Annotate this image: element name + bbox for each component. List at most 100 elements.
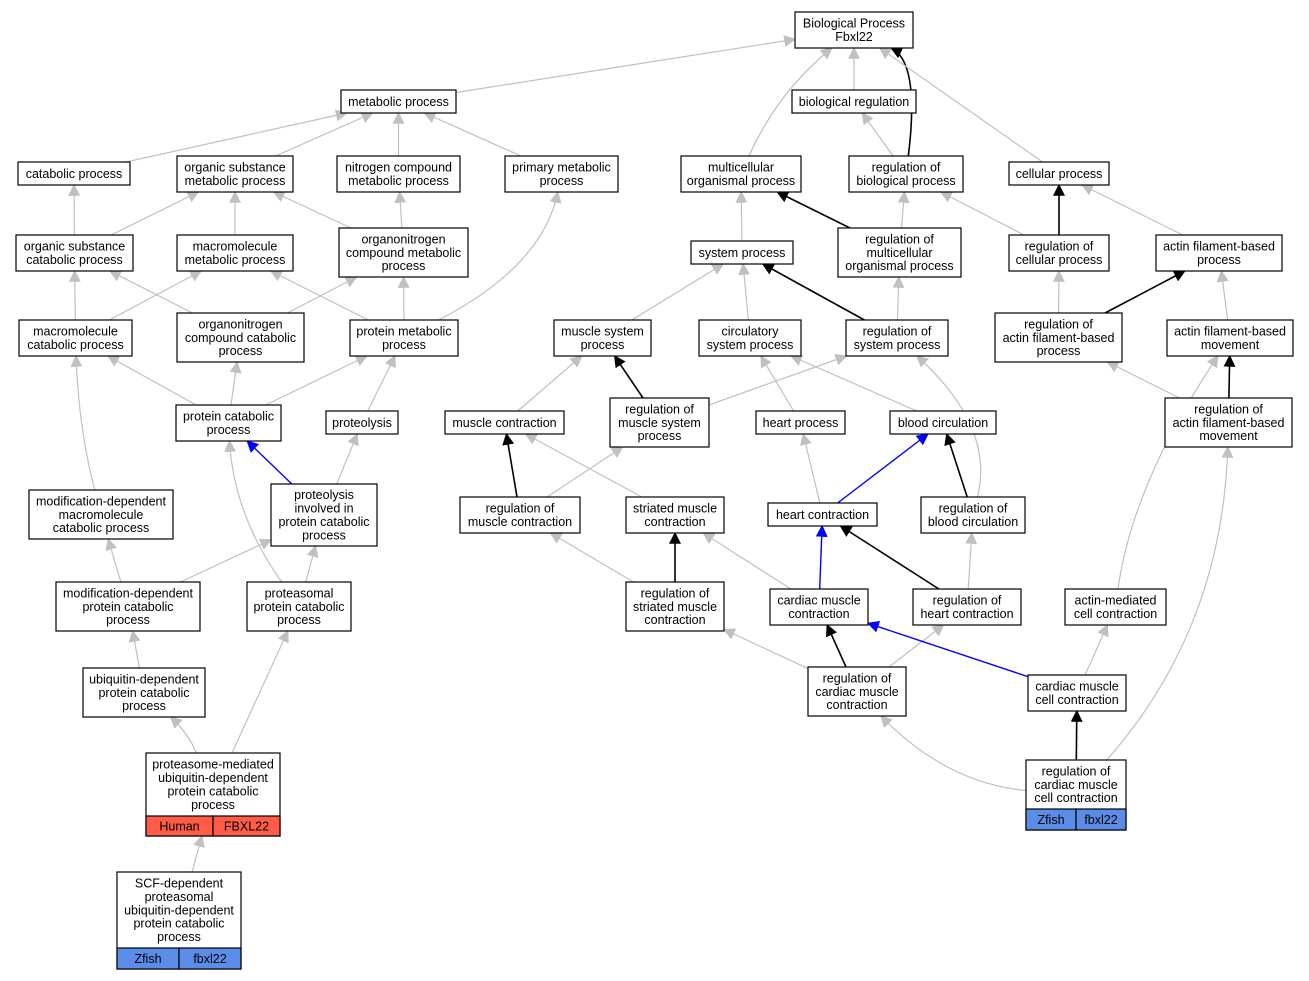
- node-label-line: protein catabolic: [82, 600, 173, 614]
- node-blood-circulation[interactable]: blood circulation: [889, 410, 997, 435]
- edge-heart-contraction-to-heart-process: [799, 432, 821, 504]
- node-box: [1027, 674, 1127, 712]
- node-label-line: contraction: [826, 698, 887, 712]
- edge-regulation-of-cardiac-muscle-contraction-to-regulation-of-striated-muscle-contraction: [722, 628, 809, 670]
- node-label-line: regulation of: [625, 402, 694, 416]
- node-label-line: cardiac muscle: [1034, 778, 1117, 792]
- node-metabolic-process[interactable]: metabolic process: [340, 89, 457, 114]
- node-label-line: blood circulation: [898, 416, 988, 430]
- node-box: [625, 581, 725, 632]
- edge-protein-metabolic-process-to-primary-metabolic-process: [438, 190, 562, 321]
- node-label-line: organonitrogen: [198, 317, 282, 331]
- node-biological-regulation[interactable]: biological regulation: [791, 89, 917, 114]
- node-label-line: catabolic process: [26, 253, 123, 267]
- node-box: [920, 496, 1026, 534]
- edge-organic-substance-metabolic-process-to-metabolic-process: [275, 111, 374, 157]
- node-modification-dependent-macromolecule-catabolic-process[interactable]: modification-dependentmacromoleculecatab…: [28, 489, 174, 540]
- node-label-line: blood circulation: [928, 515, 1018, 529]
- node-label-line: regulation of: [863, 325, 932, 339]
- edge-organonitrogen-compound-metabolic-process-to-nitrogen-compound-metabolic-process: [394, 190, 407, 229]
- node-label-line: muscle contraction: [452, 416, 556, 430]
- node-proteolysis[interactable]: proteolysis: [325, 410, 399, 435]
- annotation-gene-cell: [178, 947, 242, 970]
- node-cellular-process[interactable]: cellular process: [1008, 161, 1110, 186]
- node-box: [340, 89, 457, 114]
- node-box: [246, 581, 352, 632]
- node-proteasome-mediated-ubiquitin-dependent-protein-catabolic-process[interactable]: proteasome-mediatedubiquitin-dependentpr…: [145, 752, 281, 837]
- edge-cardiac-muscle-contraction-to-striated-muscle-contraction: [702, 532, 792, 590]
- node-box: [336, 155, 461, 193]
- edge-regulation-of-system-process-to-regulation-of-multicellular-organismal-process: [892, 275, 905, 321]
- edge-regulation-of-cardiac-muscle-cell-contraction-to-regulation-of-actin-filament-based-movement: [1106, 445, 1234, 761]
- edge-modification-dependent-protein-catabolic-process-to-proteolysis-involved-in-protein-catabolic-process: [180, 538, 273, 583]
- node-system-process[interactable]: system process: [690, 240, 794, 265]
- edge-cardiac-muscle-cell-contraction-to-actin-mediated-cell-contraction: [1084, 623, 1109, 676]
- node-muscle-contraction[interactable]: muscle contraction: [444, 410, 565, 435]
- edge-regulation-of-actin-filament-based-movement-to-regulation-of-actin-filament-based-process: [1106, 361, 1180, 399]
- node-heart-contraction[interactable]: heart contraction: [767, 502, 878, 527]
- node-label-line: proteasome-mediated: [152, 758, 274, 772]
- annotation-gene-cell: [212, 815, 281, 837]
- node-box: [609, 397, 710, 448]
- edge-protein-catabolic-process-to-protein-metabolic-process: [265, 355, 368, 406]
- node-label-line: actin filament-based: [1173, 416, 1285, 430]
- node-label-line: regulation of: [1024, 317, 1093, 331]
- node-label-line: proteasomal: [145, 890, 214, 904]
- annotation-gene-cell: [1075, 808, 1127, 831]
- edge-regulation-of-muscle-system-process-to-regulation-of-system-process: [708, 353, 848, 406]
- node-box: [690, 240, 794, 265]
- node-catabolic-process[interactable]: catabolic process: [17, 161, 131, 186]
- node-scf-dependent-proteasomal-ubiquitin-dependent-protein-catabolic-process[interactable]: SCF-dependentproteasomalubiquitin-depend…: [116, 871, 242, 970]
- node-label-line: protein catabolic: [253, 600, 344, 614]
- node-label-line: process: [540, 174, 584, 188]
- node-heart-process[interactable]: heart process: [755, 410, 846, 435]
- edge-proteasome-mediated-ubiquitin-dependent-protein-catabolic-process-to-ubiquitin-dependent-protein-catabolic-process: [169, 716, 197, 754]
- edge-blood-circulation-to-circulatory-system-process: [790, 354, 917, 412]
- node-box: [18, 319, 133, 357]
- node-label-line: Biological Process: [803, 17, 905, 31]
- edge-organonitrogen-compound-metabolic-process-to-organic-substance-metabolic-process: [272, 191, 352, 229]
- node-label-line: regulation of: [933, 594, 1002, 608]
- node-label-line: regulation of: [823, 671, 892, 685]
- edge-actin-filament-based-process-to-cellular-process: [1081, 184, 1184, 236]
- edge-regulation-of-multicellular-organismal-process-to-regulation-of-biological-process: [897, 190, 910, 229]
